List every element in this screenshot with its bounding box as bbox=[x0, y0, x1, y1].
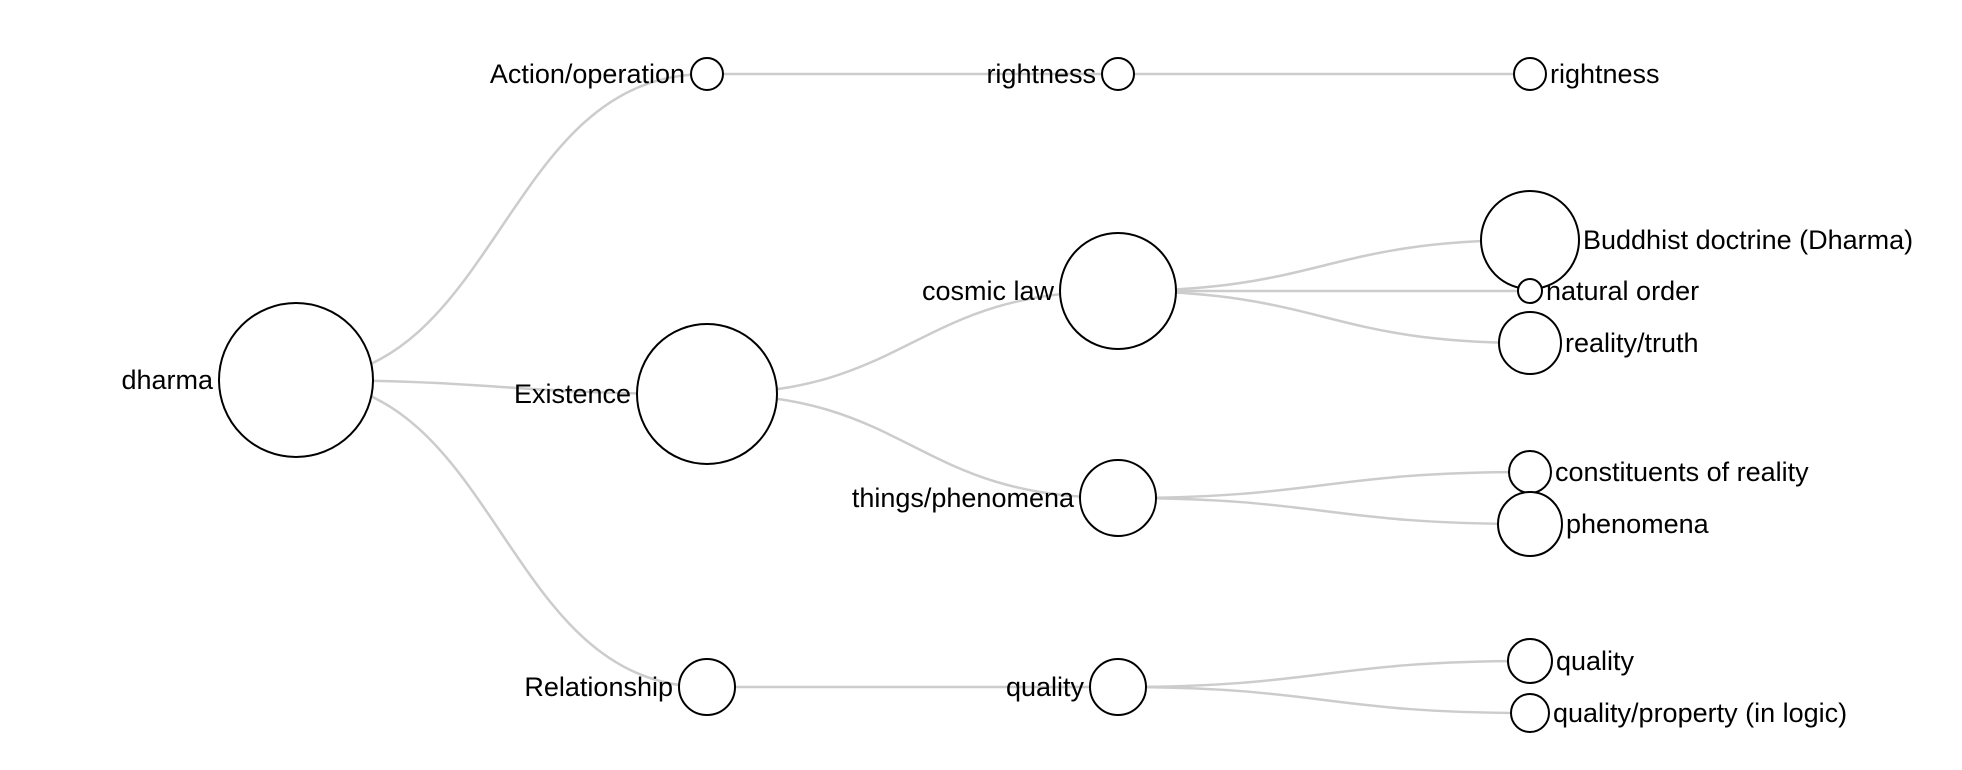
node-label: Relationship bbox=[524, 672, 673, 702]
tree-node-natural-order: natural order bbox=[1517, 276, 1699, 306]
tree-node-existence: Existence bbox=[514, 323, 778, 465]
tree-node-reality-truth: reality/truth bbox=[1498, 311, 1699, 375]
node-label: Action/operation bbox=[490, 59, 685, 89]
node-circle bbox=[218, 302, 374, 458]
node-label: quality bbox=[1006, 672, 1085, 702]
node-circle bbox=[1480, 190, 1580, 290]
tree-link bbox=[1117, 496, 1531, 526]
tree-link bbox=[1117, 659, 1531, 689]
node-circle bbox=[690, 57, 724, 91]
node-circle bbox=[1089, 658, 1147, 716]
node-label: Buddhist doctrine (Dharma) bbox=[1583, 225, 1913, 255]
node-circle bbox=[1510, 693, 1550, 733]
links-layer bbox=[295, 72, 1531, 715]
tree-node-quality-property-in-logic: quality/property (in logic) bbox=[1510, 693, 1847, 733]
node-circle bbox=[1101, 57, 1135, 91]
node-label: phenomena bbox=[1566, 509, 1710, 539]
node-circle bbox=[1508, 450, 1552, 494]
node-circle bbox=[1079, 459, 1157, 537]
tree-node-rightness: rightness bbox=[986, 57, 1135, 91]
node-circle bbox=[1507, 638, 1553, 684]
tree-node-buddhist-doctrine-dharma: Buddhist doctrine (Dharma) bbox=[1480, 190, 1913, 290]
tree-node-quality: quality bbox=[1006, 658, 1147, 716]
tree-node-action-operation: Action/operation bbox=[490, 57, 724, 91]
node-label: quality/property (in logic) bbox=[1553, 698, 1847, 728]
tree-link bbox=[1117, 289, 1531, 345]
node-label: quality bbox=[1556, 646, 1635, 676]
node-circle bbox=[1513, 57, 1547, 91]
node-circle bbox=[678, 658, 736, 716]
tree-node-relationship: Relationship bbox=[524, 658, 736, 716]
nodes-layer: dharma Action/operation rightness rightness… bbox=[121, 57, 1913, 733]
node-label: things/phenomena bbox=[852, 483, 1075, 513]
node-label: reality/truth bbox=[1565, 328, 1699, 358]
tree-node-quality: quality bbox=[1507, 638, 1635, 684]
node-label: Existence bbox=[514, 379, 631, 409]
tree-link bbox=[1117, 238, 1531, 293]
tree-node-rightness: rightness bbox=[1513, 57, 1660, 91]
tree-node-cosmic-law: cosmic law bbox=[922, 232, 1177, 350]
tree-link bbox=[706, 392, 1119, 500]
node-circle bbox=[1498, 311, 1562, 375]
node-circle bbox=[1497, 491, 1563, 557]
node-label: dharma bbox=[121, 365, 214, 395]
node-label: rightness bbox=[1550, 59, 1660, 89]
tree-node-phenomena: phenomena bbox=[1497, 491, 1710, 557]
tree-link bbox=[295, 72, 708, 382]
tree-node-things-phenomena: things/phenomena bbox=[852, 459, 1157, 537]
tree-node-dharma: dharma bbox=[121, 302, 374, 458]
tree-link bbox=[706, 289, 1119, 396]
node-label: constituents of reality bbox=[1555, 457, 1809, 487]
tree-node-constituents-of-reality: constituents of reality bbox=[1508, 450, 1809, 494]
node-label: cosmic law bbox=[922, 276, 1055, 306]
node-label: rightness bbox=[986, 59, 1096, 89]
node-circle bbox=[1059, 232, 1177, 350]
tree-link bbox=[1117, 685, 1531, 715]
node-label: natural order bbox=[1546, 276, 1699, 306]
node-circle bbox=[1517, 278, 1543, 304]
node-circle bbox=[636, 323, 778, 465]
tree-link bbox=[1117, 470, 1531, 500]
tree-link bbox=[295, 378, 708, 689]
